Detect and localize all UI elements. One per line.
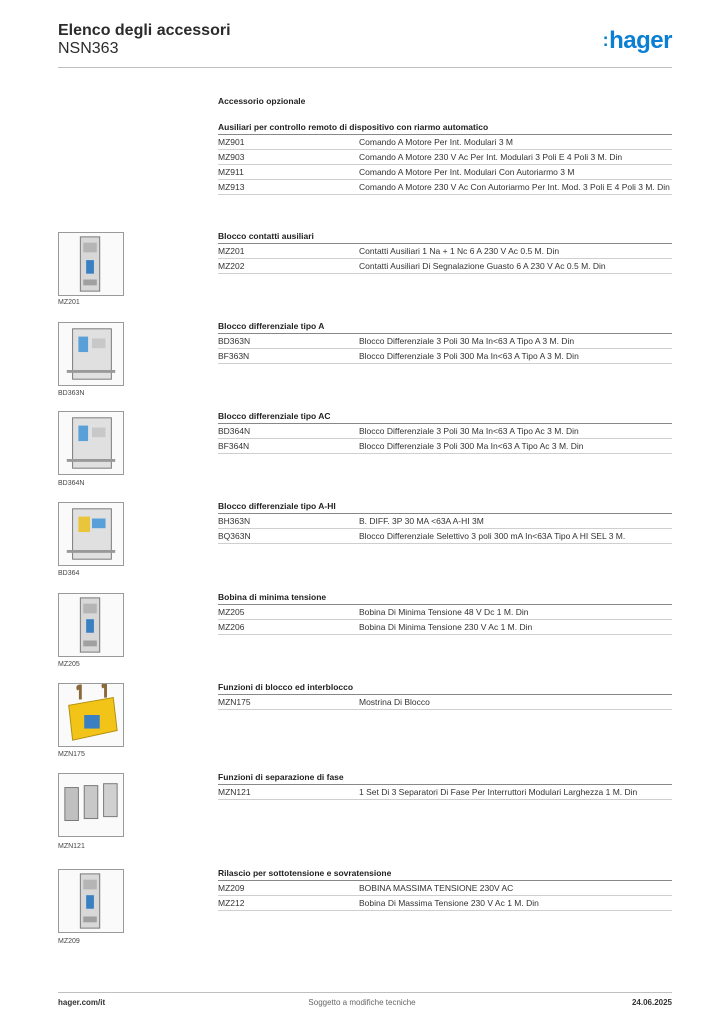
product-image-mz205: [58, 593, 124, 657]
product-code: BD363N: [218, 336, 251, 346]
product-description: Blocco Differenziale 3 Poli 300 Ma In<63…: [359, 441, 584, 451]
product-description: Bobina Di Minima Tensione 230 V Ac 1 M. …: [359, 622, 533, 632]
footer-disclaimer: Soggetto a modifiche tecniche: [308, 998, 416, 1007]
logo-dots-icon: :: [602, 30, 609, 50]
footer-divider: [58, 992, 672, 993]
product-code: MZN121: [218, 787, 251, 797]
hager-logo[interactable]: :hager: [602, 27, 673, 54]
section-differential-type-ac: Blocco differenziale tipo AC BD364N Blocc…: [218, 411, 672, 454]
image-caption: MZ205: [58, 661, 80, 668]
table-row: MZ913 Comando A Motore 230 V Ac Con Autor…: [218, 180, 672, 195]
product-code: MZ903: [218, 152, 245, 162]
section-title: Blocco contatti ausiliari: [218, 231, 672, 244]
product-code: BF363N: [218, 351, 250, 361]
product-description: Comando A Motore 230 V Ac Con Autoriarmo…: [359, 182, 670, 192]
section-title: Ausiliari per controllo remoto di dispos…: [218, 122, 672, 135]
section-differential-type-a-hi: Blocco differenziale tipo A-HI BH363N B. …: [218, 501, 672, 544]
product-description: Blocco Differenziale 3 Poli 30 Ma In<63 …: [359, 336, 575, 346]
product-description: Blocco Differenziale 3 Poli 30 Ma In<63 …: [359, 426, 579, 436]
table-row: BD363N Blocco Differenziale 3 Poli 30 Ma …: [218, 334, 672, 349]
section-title: Funzioni di blocco ed interblocco: [218, 682, 672, 695]
section-title: Blocco differenziale tipo A: [218, 321, 672, 334]
image-caption: MZN175: [58, 751, 85, 758]
product-code: BF364N: [218, 441, 250, 451]
product-code: MZ911: [218, 167, 244, 177]
product-code: MZ201: [218, 246, 245, 256]
section-title: Blocco differenziale tipo A-HI: [218, 501, 672, 514]
product-image-bd364n: [58, 411, 124, 475]
section-over-under-voltage-release: Rilascio per sottotensione e sovratensio…: [218, 868, 672, 911]
section-phase-separation: Funzioni di separazione di fase MZN121 1 …: [218, 772, 672, 800]
product-code: BD364N: [218, 426, 251, 436]
product-image-mzn175: [58, 683, 124, 747]
product-image-bd364: [58, 502, 124, 566]
product-description: Comando A Motore 230 V Ac Per Int. Modul…: [359, 152, 623, 162]
product-code: MZ202: [218, 261, 245, 271]
product-code: MZ206: [218, 622, 245, 632]
product-description: B. DIFF. 3P 30 MA <63A A-HI 3M: [359, 516, 484, 526]
product-code: MZ209: [218, 883, 245, 893]
product-description: Mostrina Di Blocco: [359, 697, 430, 707]
table-row: BQ363N Blocco Differenziale Selettivo 3 p…: [218, 529, 672, 544]
product-description: Comando A Motore Per Int. Modulari Con A…: [359, 167, 575, 177]
product-description: Blocco Differenziale 3 Poli 300 Ma In<63…: [359, 351, 579, 361]
product-code: MZ913: [218, 182, 245, 192]
document-header: Elenco degli accessori NSN363: [58, 22, 231, 58]
section-locking-functions: Funzioni di blocco ed interblocco MZN175…: [218, 682, 672, 710]
section-title: Blocco differenziale tipo AC: [218, 411, 672, 424]
product-image-mz201: [58, 232, 124, 296]
table-row: MZ201 Contatti Ausiliari 1 Na + 1 Nc 6 A …: [218, 244, 672, 259]
product-code: BQ363N: [218, 531, 251, 541]
page-title: Elenco degli accessori: [58, 22, 231, 39]
image-caption: BD363N: [58, 390, 85, 397]
table-row: MZ202 Contatti Ausiliari Di Segnalazione …: [218, 259, 672, 274]
image-caption: BD364: [58, 570, 80, 577]
table-row: MZ209 BOBINA MASSIMA TENSIONE 230V AC: [218, 881, 672, 896]
product-description: Comando A Motore Per Int. Modulari 3 M: [359, 137, 514, 147]
product-code: BH363N: [218, 516, 251, 526]
table-row: MZN175 Mostrina Di Blocco: [218, 695, 672, 710]
product-code: MZ901: [218, 137, 245, 147]
product-description: Bobina Di Massima Tensione 230 V Ac 1 M.…: [359, 898, 539, 908]
main-heading: Accessorio opzionale: [218, 96, 306, 106]
table-row: BF363N Blocco Differenziale 3 Poli 300 Ma…: [218, 349, 672, 364]
section-remote-control: Ausiliari per controllo remoto di dispos…: [218, 122, 672, 195]
product-image-mz209: [58, 869, 124, 933]
product-code: MZ212: [218, 898, 245, 908]
product-image-bd363n: [58, 322, 124, 386]
footer-website-link[interactable]: hager.com/it: [58, 998, 106, 1007]
section-title: Bobina di minima tensione: [218, 592, 672, 605]
table-row: MZ911 Comando A Motore Per Int. Modulari …: [218, 165, 672, 180]
image-caption: BD364N: [58, 480, 85, 487]
product-image-mzn121: [58, 773, 124, 837]
product-code: MZ205: [218, 607, 245, 617]
table-row: MZ206 Bobina Di Minima Tensione 230 V Ac …: [218, 620, 672, 635]
product-description: BOBINA MASSIMA TENSIONE 230V AC: [359, 883, 514, 893]
image-caption: MZN121: [58, 843, 85, 850]
page-subtitle: NSN363: [58, 40, 119, 57]
footer-date: 24.06.2025: [631, 998, 672, 1007]
section-differential-type-a: Blocco differenziale tipo A BD363N Blocco…: [218, 321, 672, 364]
table-row: MZ901 Comando A Motore Per Int. Modulari …: [218, 135, 672, 150]
table-row: MZ212 Bobina Di Massima Tensione 230 V Ac…: [218, 896, 672, 911]
table-row: BH363N B. DIFF. 3P 30 MA <63A A-HI 3M: [218, 514, 672, 529]
table-row: BD364N Blocco Differenziale 3 Poli 30 Ma …: [218, 424, 672, 439]
product-description: Blocco Differenziale Selettivo 3 poli 30…: [359, 531, 626, 541]
product-description: Bobina Di Minima Tensione 48 V Dc 1 M. D…: [359, 607, 529, 617]
image-caption: MZ201: [58, 299, 80, 306]
product-description: Contatti Ausiliari Di Segnalazione Guast…: [359, 261, 606, 271]
product-description: Contatti Ausiliari 1 Na + 1 Nc 6 A 230 V…: [359, 246, 560, 256]
table-row: MZ205 Bobina Di Minima Tensione 48 V Dc 1…: [218, 605, 672, 620]
section-title: Rilascio per sottotensione e sovratensio…: [218, 868, 672, 881]
product-description: 1 Set Di 3 Separatori Di Fase Per Interr…: [359, 787, 638, 797]
header-divider: [58, 67, 672, 68]
table-row: MZN121 1 Set Di 3 Separatori Di Fase Per …: [218, 785, 672, 800]
image-caption: MZ209: [58, 938, 80, 945]
product-code: MZN175: [218, 697, 251, 707]
section-title: Funzioni di separazione di fase: [218, 772, 672, 785]
table-row: BF364N Blocco Differenziale 3 Poli 300 Ma…: [218, 439, 672, 454]
table-row: MZ903 Comando A Motore 230 V Ac Per Int. …: [218, 150, 672, 165]
